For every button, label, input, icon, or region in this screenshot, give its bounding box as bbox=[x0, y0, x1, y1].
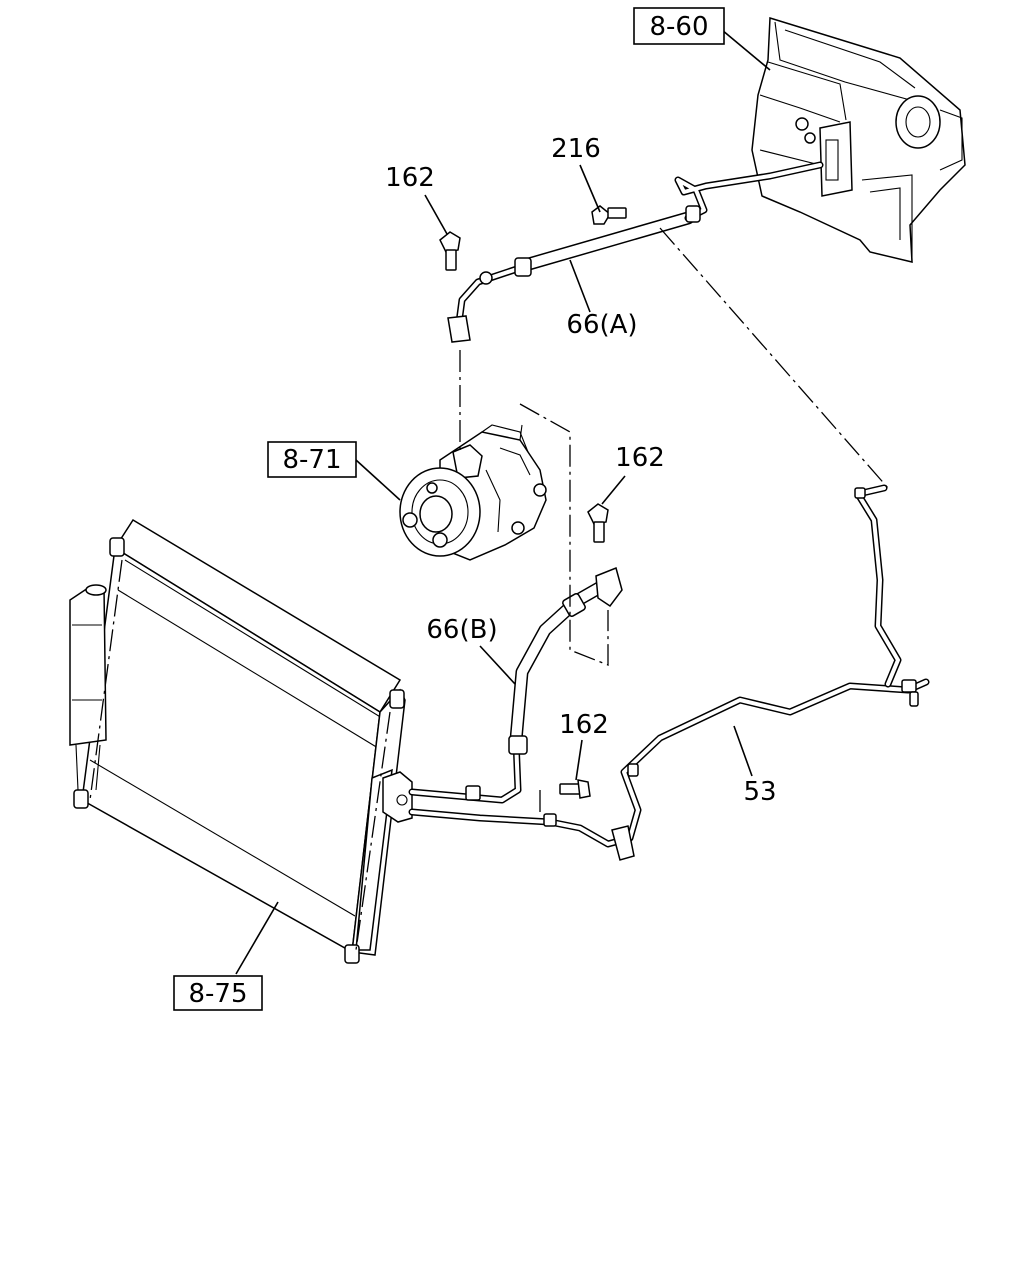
label-hose-66a: 66(A) bbox=[566, 310, 637, 340]
callout-evaporator-unit-text: 8-60 bbox=[649, 12, 708, 42]
evaporator-unit bbox=[751, 16, 966, 263]
bolt-162-top bbox=[439, 231, 461, 271]
label-hose-66b: 66(B) bbox=[426, 615, 497, 645]
callout-compressor-text: 8-71 bbox=[282, 445, 341, 475]
hose-66a bbox=[447, 161, 824, 343]
leader-lines bbox=[235, 29, 771, 975]
bolt-162-middle bbox=[587, 503, 609, 543]
label-bolt-216: 216 bbox=[551, 134, 601, 164]
callout-condenser: 8-75 bbox=[173, 975, 263, 1011]
label-bolt-162-top: 162 bbox=[385, 163, 435, 193]
callout-condenser-text: 8-75 bbox=[188, 979, 247, 1009]
label-pipe-53: 53 bbox=[743, 777, 776, 807]
label-bolt-162-middle: 162 bbox=[615, 443, 665, 473]
condenser bbox=[69, 518, 413, 964]
compressor bbox=[399, 424, 547, 561]
bolt-216 bbox=[591, 205, 627, 225]
connection-lines bbox=[89, 227, 889, 951]
pipe-53 bbox=[408, 484, 930, 861]
callout-compressor: 8-71 bbox=[267, 441, 357, 478]
hose-66b bbox=[408, 566, 623, 804]
label-bolt-162-lower: 162 bbox=[559, 710, 609, 740]
bolt-162-lower bbox=[559, 779, 591, 799]
callout-evaporator-unit: 8-60 bbox=[633, 7, 725, 45]
